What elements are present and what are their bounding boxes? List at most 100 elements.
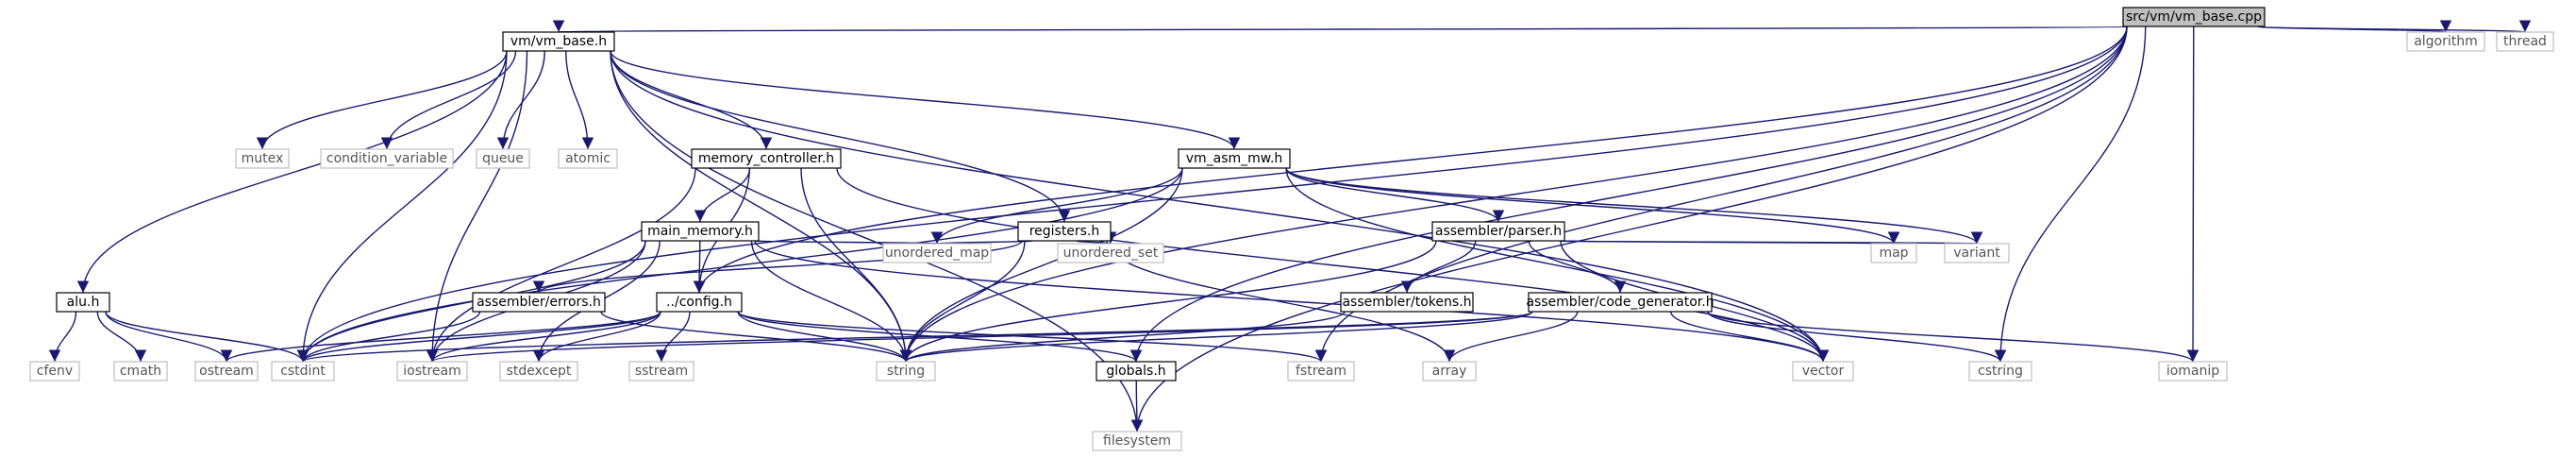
edge-memory_controller_h-to-string [800, 167, 912, 363]
edge-vm_base_h-to-mutex [256, 50, 508, 150]
edge-errors_h-to-string [600, 311, 912, 363]
node-box [558, 148, 618, 169]
edge-alu_h-to-cstdint [105, 311, 309, 363]
node-algorithm: algorithm [2406, 31, 2485, 52]
node-map: map [1870, 243, 1917, 263]
node-box [876, 361, 936, 382]
node-box [396, 361, 468, 382]
node-box [271, 361, 335, 382]
edge-vm_base_cpp-to-thread [2260, 19, 2530, 33]
node-vm-base-h[interactable]: vm/vm_base.h [502, 31, 615, 52]
node-thread: thread [2496, 31, 2554, 52]
node-label: vector [1802, 364, 1845, 379]
node-box [1944, 243, 2010, 263]
node-registers-h[interactable]: registers.h [1017, 221, 1112, 242]
node-label: alu.h [67, 295, 100, 310]
node-cmath: cmath [113, 361, 168, 382]
node-memory-controller-h[interactable]: memory_controller.h [691, 148, 842, 169]
node-code-generator-h[interactable]: assembler/code_generator.h [1526, 292, 1715, 313]
node-label: assembler/tokens.h [1342, 295, 1471, 310]
node-vm-base-cpp[interactable]: src/vm/vm_base.cpp [2122, 7, 2266, 27]
node-atomic: atomic [558, 148, 618, 169]
node-box [56, 292, 110, 313]
edge-vm_base_h-to-registers_h [610, 50, 1071, 223]
node-iomanip: iomanip [2158, 361, 2228, 382]
edge-code_generator_h-to-cstring [1707, 311, 2007, 363]
edge-vm_base_cpp-to-string [899, 25, 2128, 363]
node-tokens-h[interactable]: assembler/tokens.h [1340, 292, 1474, 313]
node-label: ../config.h [666, 295, 732, 310]
node-main-memory-h[interactable]: main_memory.h [641, 221, 760, 242]
edge-config_h-to-ostream [220, 311, 661, 363]
node-globals-h[interactable]: globals.h [1096, 361, 1177, 382]
node-box [1017, 221, 1112, 242]
node-box [641, 221, 760, 242]
node-box [502, 31, 615, 52]
node-variant: variant [1944, 243, 2010, 263]
node-box [1528, 292, 1713, 313]
edge-alu_h-to-cmath [96, 311, 147, 363]
edge-vm_base_h-to-iostream [426, 50, 528, 363]
node-box [1092, 431, 1182, 451]
node-parser-h[interactable]: assembler/parser.h [1431, 221, 1565, 242]
node-box [1096, 361, 1177, 382]
edge-vm_base_h-to-vector [610, 50, 1830, 363]
node-box [1340, 292, 1474, 313]
node-box [476, 148, 530, 169]
node-box [1870, 243, 1917, 263]
edge-errors_h-to-cstdint [296, 311, 481, 363]
node-label: src/vm/vm_base.cpp [2126, 9, 2262, 25]
node-config-h[interactable]: ../config.h [656, 292, 743, 313]
node-stdexcept: stdexcept [499, 361, 578, 382]
node-label: filesystem [1103, 433, 1171, 449]
edge-parser_h-to-tokens_h [1400, 240, 1477, 294]
node-box [1431, 221, 1565, 242]
edge-config_h-to-cstdint [296, 311, 661, 363]
node-label: main_memory.h [647, 224, 753, 239]
node-alu-h[interactable]: alu.h [56, 292, 110, 313]
edge-memory_controller_h-to-vector [836, 167, 1830, 363]
edge-tokens_h-to-string [899, 311, 1346, 363]
node-label: mutex [242, 151, 284, 166]
edge-vm_asm_mw_h-to-variant [1285, 167, 1983, 245]
node-cstring: cstring [1968, 361, 2032, 382]
edge-vm_base_h-to-condition_variable [380, 50, 517, 150]
node-box [1057, 243, 1164, 263]
edge-code_generator_h-to-string [900, 311, 1533, 363]
edge-vm_asm_mw_h-to-cstdint [296, 167, 1183, 363]
node-unordered-set: unordered_set [1057, 243, 1164, 263]
node-box [472, 292, 606, 313]
node-iostream: iostream [396, 361, 468, 382]
edge-main_memory_h-to-vector [754, 240, 1830, 363]
node-label: string [887, 364, 925, 379]
node-label: condition_variable [326, 151, 447, 166]
node-label: cfenv [37, 364, 73, 379]
edge-main_memory_h-to-config_h [693, 240, 706, 294]
node-label: queue [482, 151, 524, 166]
node-label: assembler/parser.h [1435, 224, 1562, 239]
node-box [656, 292, 743, 313]
node-label: map [1879, 246, 1908, 261]
edge-config_h-to-iostream [426, 311, 661, 363]
node-array: array [1422, 361, 1477, 382]
node-box [2406, 31, 2485, 52]
node-string: string [876, 361, 936, 382]
edge-vm_base_h-to-string [610, 50, 912, 363]
edge-config_h-to-sstream [655, 311, 691, 363]
edge-vm_base_h-to-memory_controller_h [610, 50, 773, 150]
node-label: vm/vm_base.h [510, 34, 607, 49]
node-condition-variable: condition_variable [320, 148, 454, 169]
node-label: cstdint [280, 364, 326, 379]
edge-vm_base_h-to-alu_h [76, 50, 508, 294]
node-label: cmath [120, 364, 161, 379]
edge-globals_h-to-filesystem [1130, 380, 1144, 433]
edge-parser_h-to-code_generator_h [1528, 240, 1627, 294]
node-vm-asm-mw-h[interactable]: vm_asm_mw.h [1178, 148, 1291, 169]
node-label: variant [1953, 246, 2000, 261]
edge-alu_h-to-cfenv [48, 311, 77, 363]
node-label: array [1432, 364, 1467, 379]
node-fstream: fstream [1287, 361, 1355, 382]
edge-memory_controller_h-to-main_memory_h [694, 167, 751, 223]
node-errors-h[interactable]: assembler/errors.h [472, 292, 606, 313]
node-label: vm_asm_mw.h [1186, 151, 1283, 166]
